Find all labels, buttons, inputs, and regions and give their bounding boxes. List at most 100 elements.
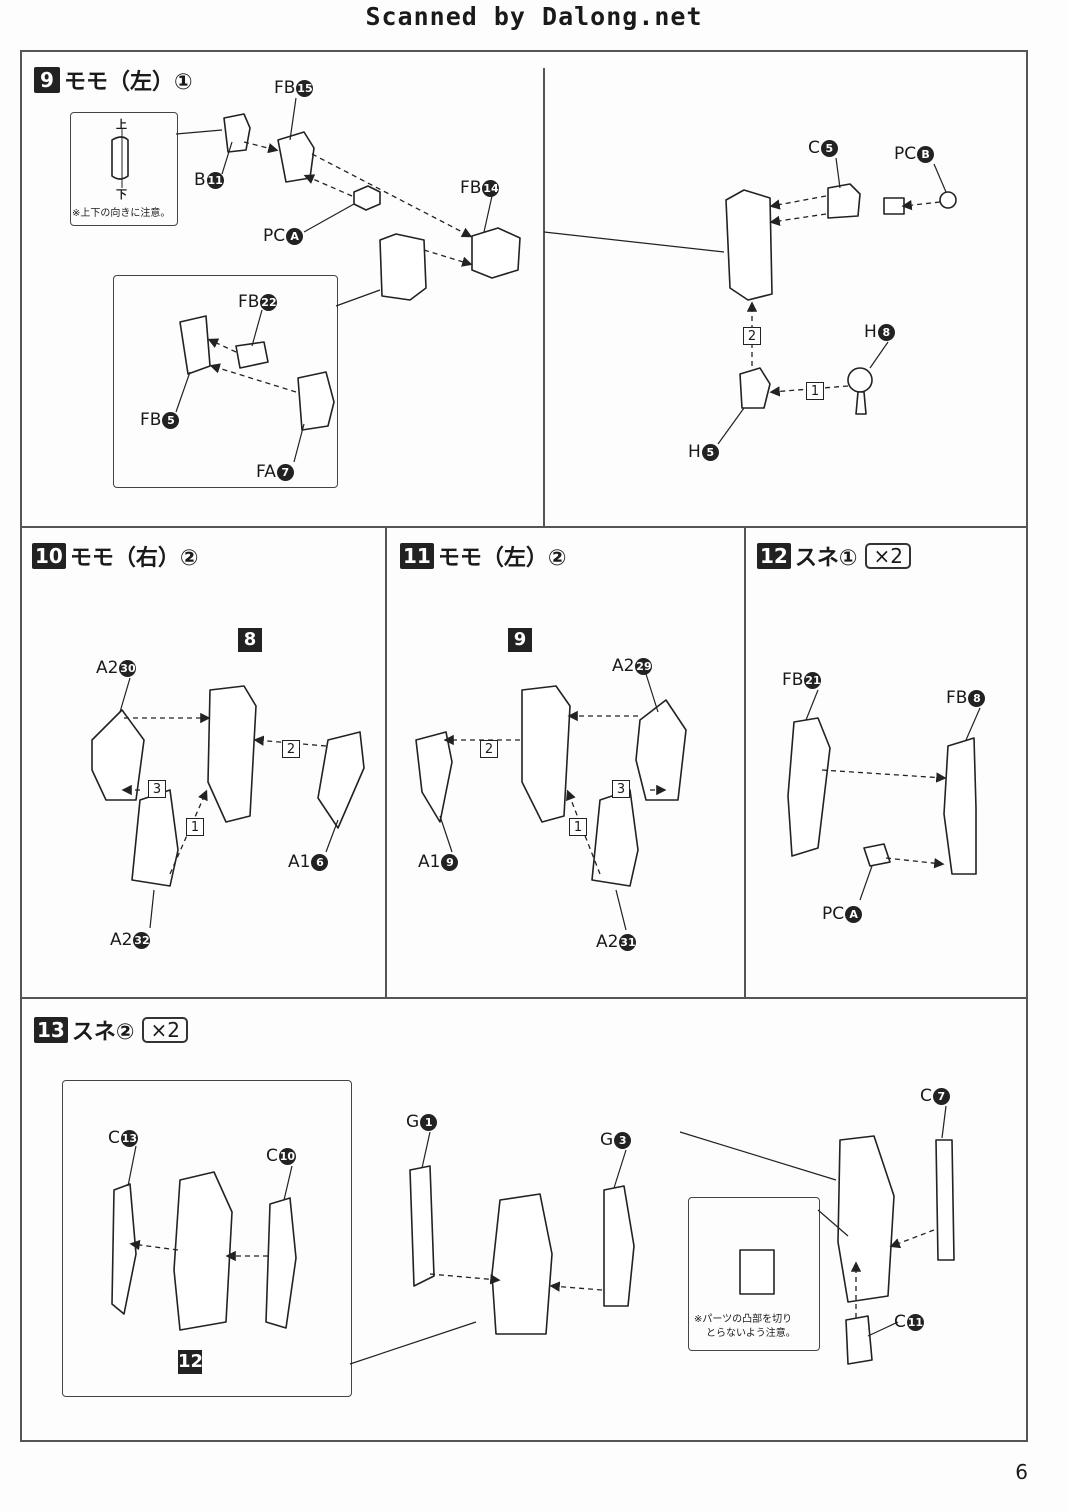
part-h5 (739, 367, 771, 409)
leader-a232 (149, 889, 155, 929)
part-fb15 (277, 131, 315, 183)
part-a229 (635, 699, 687, 801)
divider-step9 (543, 68, 545, 526)
label-a16-num: 6 (311, 853, 329, 871)
part-shin-center (491, 1193, 553, 1335)
label-c10-num: 10 (278, 1147, 296, 1165)
part-pcb-cap (939, 191, 957, 209)
leader-fb8 (965, 707, 981, 741)
part-upper-assembly-9 (379, 233, 427, 301)
part-c11 (845, 1315, 873, 1365)
cut-warning-note-1: ※パーツの凸部を切り (694, 1314, 793, 1325)
leader-h8 (869, 341, 889, 369)
part-g3 (603, 1185, 635, 1307)
label-h5-num: 5 (701, 443, 719, 461)
label-fa7-runner: FA (256, 462, 276, 482)
leader-step13-right (679, 1131, 837, 1181)
step-13-number: 13 (34, 1017, 68, 1043)
leader-fb5 (175, 371, 191, 413)
leader-pcb (933, 163, 947, 193)
part-fb14 (471, 227, 521, 279)
part-fb22 (235, 341, 269, 369)
part-a19 (415, 731, 453, 823)
part-center-9 (521, 685, 571, 823)
label-a231-runner: A2 (596, 932, 619, 952)
orientation-note: ※上下の向きに注意。 (72, 208, 171, 219)
label-a232-num: 32 (133, 931, 151, 949)
order-tag: 2 (480, 740, 498, 758)
leader-c7 (941, 1105, 947, 1139)
page-number: 6 (1015, 1460, 1028, 1484)
ref-step-8: 8 (238, 628, 262, 652)
label-a16-runner: A1 (288, 852, 311, 872)
arrow-c5-upper-a (769, 195, 827, 210)
label-fb15-runner: FB (274, 78, 296, 98)
leader-g3 (613, 1149, 627, 1189)
label-fb14-num: 14 (482, 179, 500, 197)
label-fa7-num: 7 (276, 463, 294, 481)
part-pca-12 (863, 843, 891, 867)
label-pcb-num: B (917, 145, 935, 163)
part-c7 (935, 1139, 955, 1261)
label-fb8-runner: FB (946, 688, 968, 708)
leader-pca12 (859, 865, 873, 901)
step-9-header: 9 モモ（左）① (34, 64, 193, 96)
order-tag: 3 (148, 780, 166, 798)
leader-b11 (221, 141, 233, 175)
leader-g1 (421, 1131, 431, 1169)
label-a232-runner: A2 (110, 930, 133, 950)
part-fb5 (179, 315, 211, 375)
leader-orientation (175, 129, 223, 135)
label-fb22-runner: FB (238, 292, 260, 312)
page-frame (20, 50, 1028, 1442)
arrow-fa7-fb5 (209, 363, 297, 393)
divider-row2 (20, 997, 1028, 999)
label-b11-runner: B (194, 170, 206, 190)
label-a229-runner: A2 (612, 656, 635, 676)
arrow-pca-fb15 (303, 174, 353, 197)
leader-a230 (119, 677, 131, 713)
part-fa7 (297, 371, 335, 431)
cut-warning-part (739, 1249, 775, 1295)
divider-step11-12 (744, 526, 746, 997)
label-a230-num: 30 (119, 659, 137, 677)
leader-a16 (325, 819, 339, 853)
arrow-shin12-c13 (129, 1239, 179, 1251)
order-tag: 2 (743, 327, 761, 345)
part-pcb-ball (883, 197, 905, 215)
step-10-title: モモ（右）② (69, 546, 199, 571)
step-13-title: スネ② (71, 1020, 135, 1045)
divider-step10-11 (385, 526, 387, 997)
part-center-8 (207, 685, 257, 823)
leader-a19 (439, 815, 453, 853)
order-tag: 2 (282, 740, 300, 758)
order-tag: 1 (186, 818, 204, 836)
step-11-header: 11 モモ（左）② (400, 540, 566, 572)
label-fb8-num: 8 (968, 689, 986, 707)
label-c13-runner: C (108, 1128, 120, 1148)
step-11-title: モモ（左）② (437, 546, 567, 571)
leader-fb14 (483, 195, 493, 233)
label-c10-runner: C (266, 1146, 278, 1166)
label-pcb-runner: PC (894, 144, 917, 164)
divider-row1 (20, 526, 1028, 528)
arrow-g1-shin (429, 1273, 501, 1285)
label-pca-12-runner: PC (822, 904, 845, 924)
